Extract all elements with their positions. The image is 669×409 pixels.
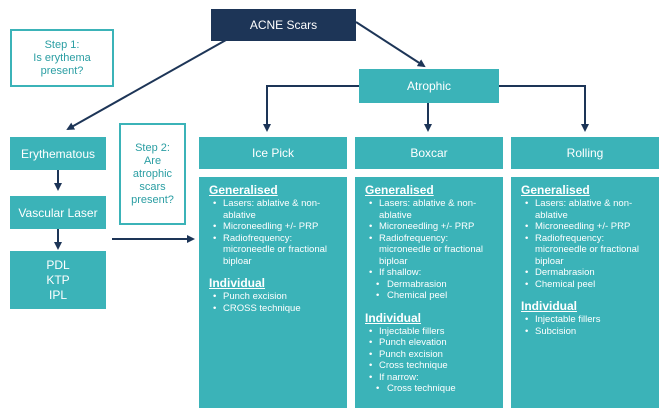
list-item: Subcision — [525, 326, 651, 338]
list-item: Punch excision — [369, 349, 495, 361]
list-item: Chemical peel — [525, 279, 651, 291]
boxcar-title: Boxcar — [410, 146, 448, 160]
arrow-atrophic-to-icepick — [263, 85, 359, 132]
boxcar-narrow-sublist: Cross technique — [365, 383, 495, 395]
rolling-individual-list: Injectable fillers Subcision — [521, 314, 651, 337]
list-item: Lasers: ablative & non-ablative — [213, 198, 339, 221]
laser-type-pdl: PDL — [46, 257, 70, 272]
icepick-header: Ice Pick — [199, 137, 347, 169]
list-item: Injectable fillers — [369, 326, 495, 338]
step1-box: Step 1: Is erythema present? — [10, 29, 114, 87]
step2-line-4: scars — [139, 180, 166, 193]
icepick-generalised-list: Lasers: ablative & non-ablative Micronee… — [209, 198, 339, 267]
list-item: If narrow: — [369, 372, 495, 384]
icepick-individual-heading: Individual — [209, 276, 266, 290]
laser-types-node: PDL KTP IPL — [10, 251, 106, 309]
boxcar-header: Boxcar — [355, 137, 503, 169]
icepick-individual-list: Punch excision CROSS technique — [209, 291, 339, 314]
boxcar-shallow-sublist: Dermabrasion Chemical peel — [365, 279, 495, 302]
rolling-generalised-heading: Generalised — [521, 183, 590, 197]
list-item: Radiofrequency: microneedle or fractiona… — [369, 233, 495, 268]
atrophic-label: Atrophic — [406, 79, 452, 93]
arrow-root-to-erythematous — [66, 39, 227, 130]
root-node: ACNE Scars — [211, 9, 356, 41]
list-item: Chemical peel — [376, 290, 495, 302]
boxcar-generalised-heading: Generalised — [365, 183, 434, 197]
step2-line-2: Are — [143, 154, 162, 167]
step1-line-1: Step 1: — [44, 38, 80, 51]
list-item: Injectable fillers — [525, 314, 651, 326]
boxcar-individual-heading: Individual — [365, 310, 422, 325]
laser-type-ktp: KTP — [46, 272, 70, 287]
erythematous-node: Erythematous — [10, 137, 106, 170]
list-item: Radiofrequency: microneedle or fractiona… — [525, 233, 651, 268]
icepick-generalised-heading: Generalised — [209, 183, 278, 197]
list-item: Punch elevation — [369, 337, 495, 349]
arrow-atrophic-to-rolling — [499, 85, 589, 132]
list-item: Dermabrasion — [525, 267, 651, 279]
vascular-laser-label: Vascular Laser — [18, 205, 98, 220]
vascular-laser-node: Vascular Laser — [10, 196, 106, 229]
step2-line-1: Step 2: — [135, 141, 170, 154]
erythematous-label: Erythematous — [20, 146, 96, 161]
rolling-header: Rolling — [511, 137, 659, 169]
boxcar-content: Generalised Lasers: ablative & non-ablat… — [355, 177, 503, 408]
step2-box: Step 2: Are atrophic scars present? — [119, 123, 186, 225]
arrow-root-to-atrophic — [355, 21, 426, 68]
list-item: CROSS technique — [213, 303, 339, 315]
step1-line-2: Is erythema — [33, 51, 91, 64]
list-item: If shallow: — [369, 267, 495, 279]
rolling-individual-heading: Individual — [521, 299, 578, 313]
list-item: Punch excision — [213, 291, 339, 303]
list-item: Cross technique — [369, 360, 495, 372]
list-item: Cross technique — [376, 383, 495, 395]
list-item: Lasers: ablative & non-ablative — [525, 198, 651, 221]
boxcar-individual-list: Injectable fillers Punch elevation Punch… — [365, 326, 495, 384]
atrophic-node: Atrophic — [359, 69, 499, 103]
list-item: Microneedling +/- PRP — [369, 221, 495, 233]
boxcar-generalised-list: Lasers: ablative & non-ablative Micronee… — [365, 198, 495, 279]
rolling-content: Generalised Lasers: ablative & non-ablat… — [511, 177, 659, 408]
list-item: Lasers: ablative & non-ablative — [369, 198, 495, 221]
step1-line-3: present? — [40, 64, 84, 77]
laser-type-ipl: IPL — [48, 287, 67, 302]
list-item: Radiofrequency: microneedle or fractiona… — [213, 233, 339, 268]
icepick-title: Ice Pick — [251, 146, 294, 160]
root-label: ACNE Scars — [249, 18, 318, 32]
rolling-generalised-list: Lasers: ablative & non-ablative Micronee… — [521, 198, 651, 290]
list-item: Dermabrasion — [376, 279, 495, 291]
list-item: Microneedling +/- PRP — [525, 221, 651, 233]
icepick-content: Generalised Lasers: ablative & non-ablat… — [199, 177, 347, 408]
step2-line-3: atrophic — [132, 167, 173, 180]
list-item: Microneedling +/- PRP — [213, 221, 339, 233]
step2-line-5: present? — [131, 193, 174, 206]
rolling-title: Rolling — [566, 146, 604, 160]
